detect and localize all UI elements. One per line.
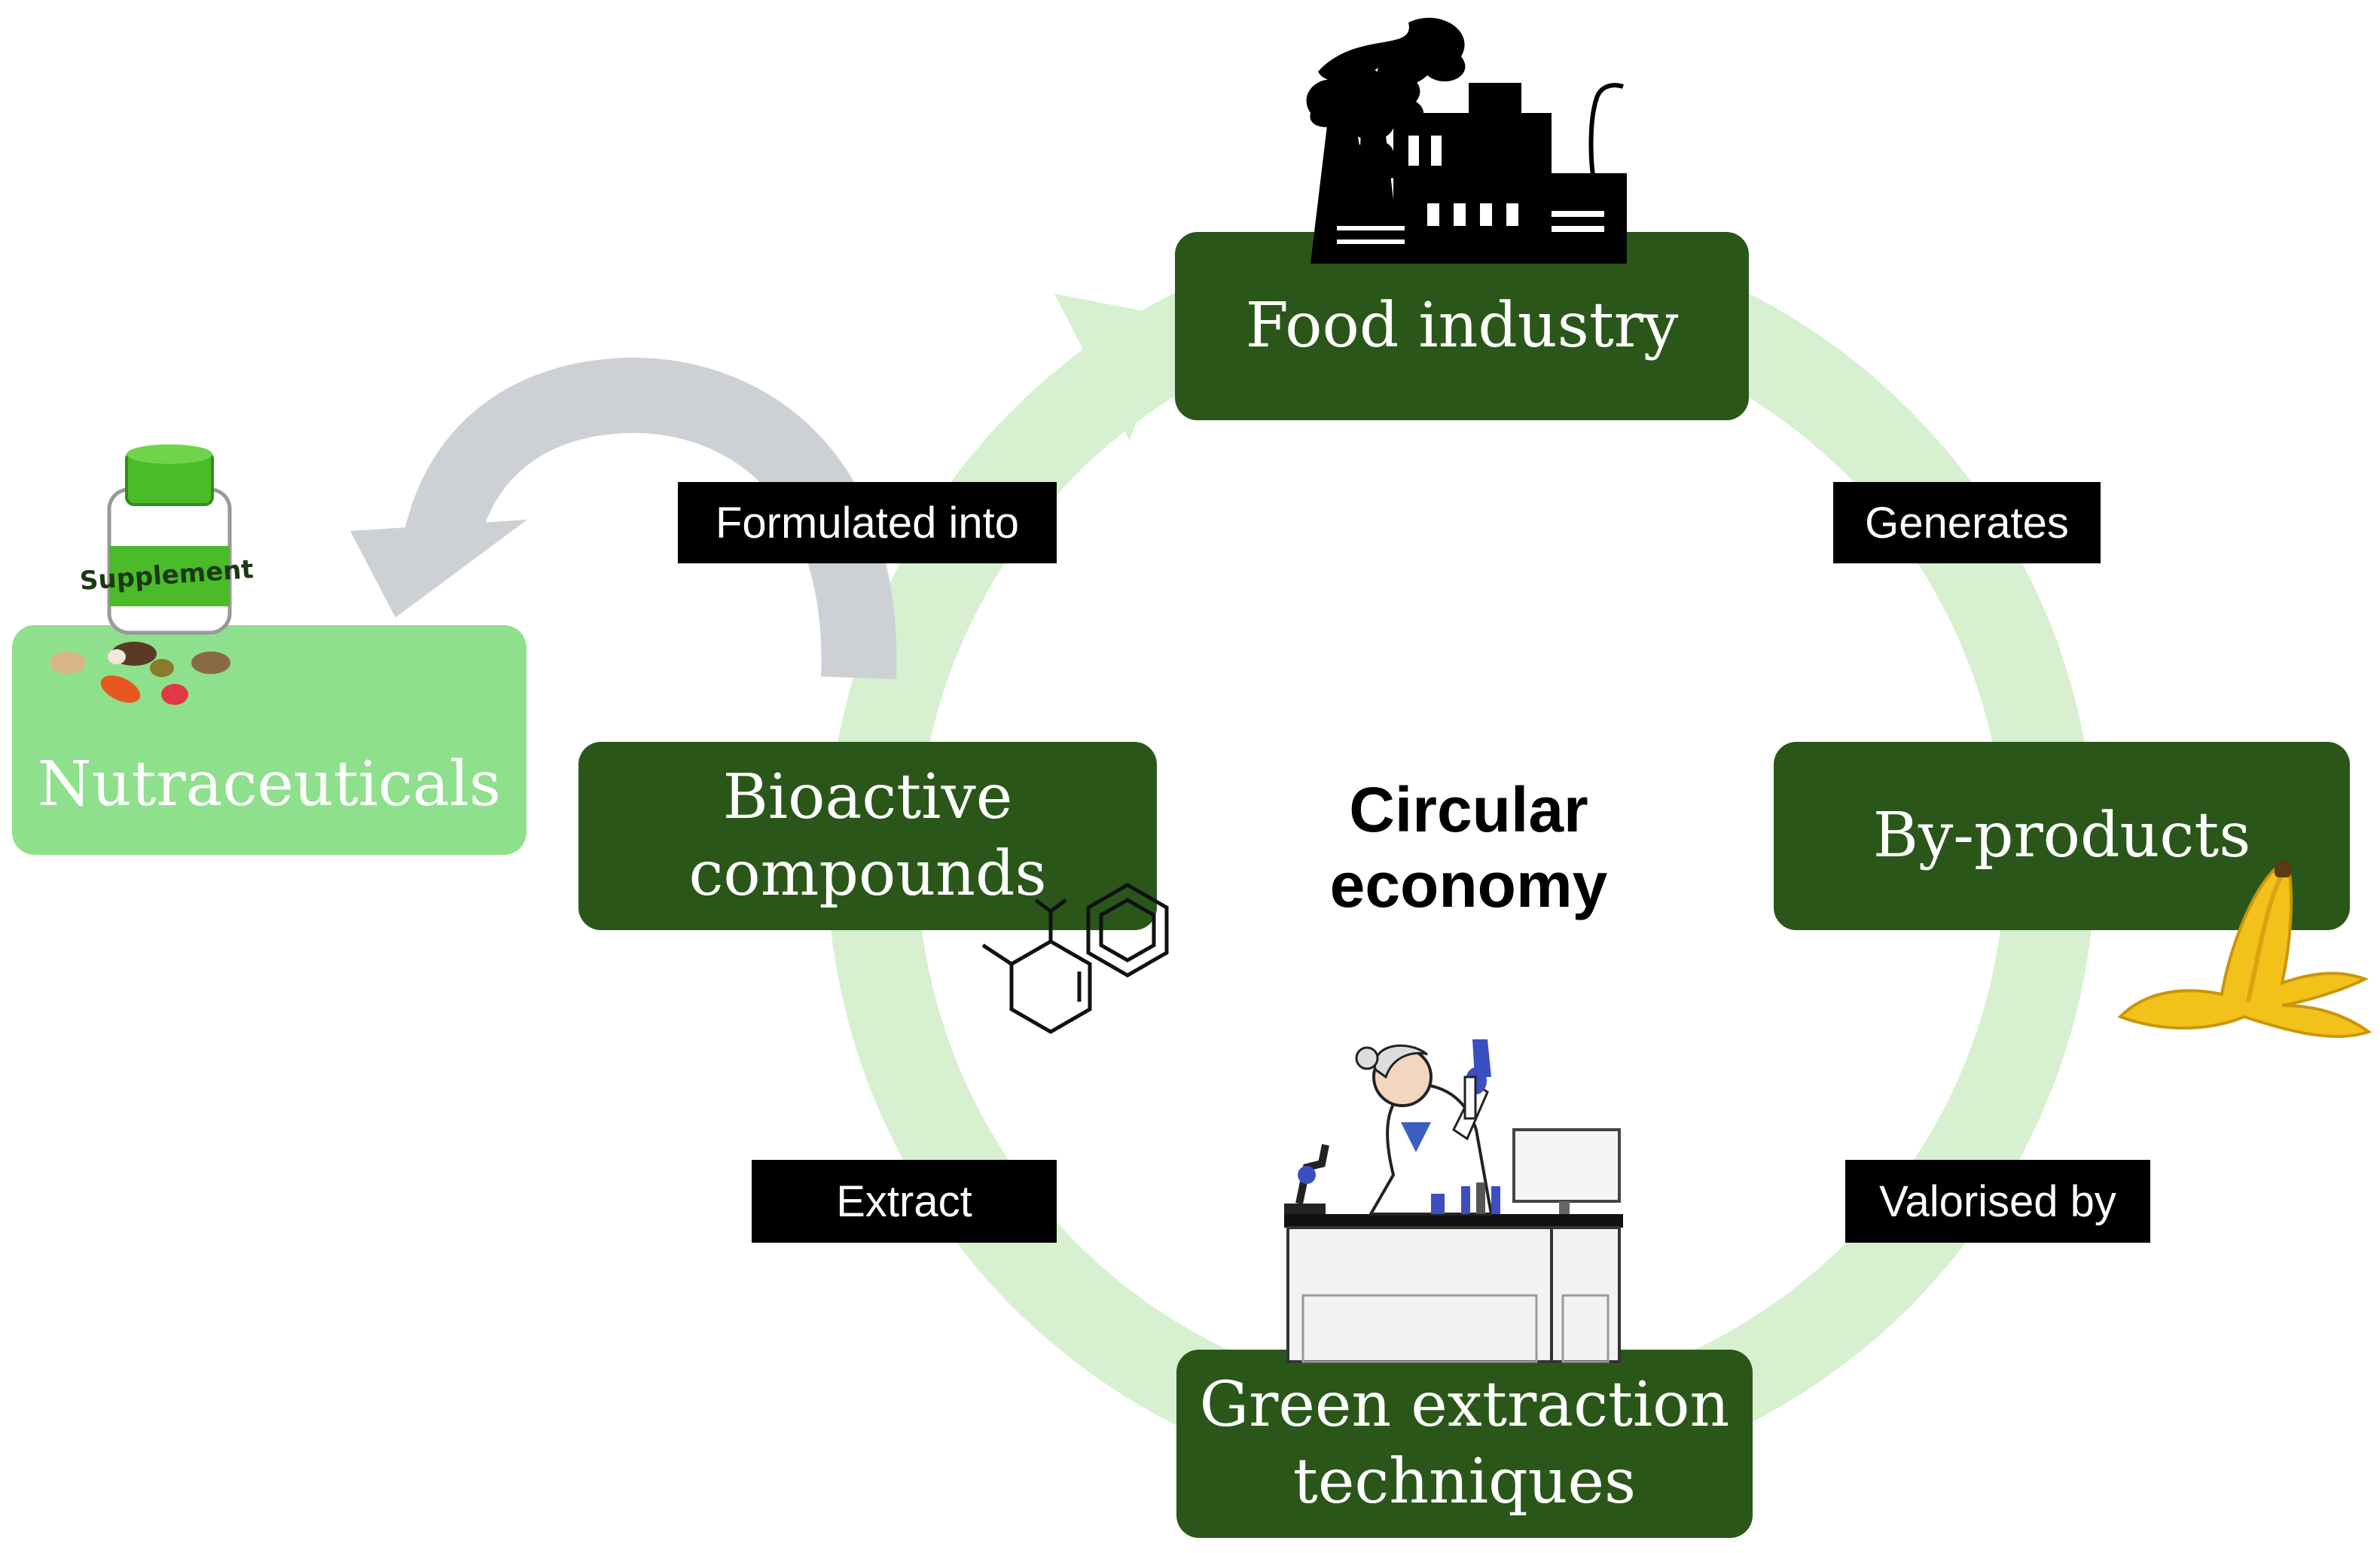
edge-label-formulated-into-text: Formulated into	[716, 498, 1019, 548]
edge-label-extract: Extract	[752, 1160, 1057, 1243]
node-green-extraction: Green extraction techniques	[1176, 1350, 1753, 1538]
banana-peel-icon	[2117, 861, 2372, 1039]
edge-label-generates: Generates	[1833, 482, 2101, 563]
molecule-icon	[981, 883, 1169, 1034]
node-nutraceuticals: Nutraceuticals	[12, 625, 526, 855]
node-nutraceuticals-label: Nutraceuticals	[37, 749, 502, 821]
edge-label-valorised-by-text: Valorised by	[1879, 1176, 2116, 1226]
formulated-arrowhead	[350, 520, 527, 618]
edge-label-generates-text: Generates	[1865, 498, 2069, 548]
center-title: Circular economy	[1329, 774, 1608, 920]
node-food-industry-label: Food industry	[1245, 289, 1679, 362]
edge-label-extract-text: Extract	[836, 1176, 972, 1226]
node-bioactive-compounds: Bioactive compounds	[578, 742, 1157, 930]
scientist-lab-icon	[1284, 1039, 1623, 1363]
edge-label-valorised-by: Valorised by	[1845, 1160, 2150, 1243]
supplement-bottle-icon	[50, 444, 232, 705]
cycle-arrowhead	[1054, 294, 1171, 441]
node-bioactive-label: Bioactive compounds	[688, 761, 1047, 911]
node-green-extraction-label: Green extraction techniques	[1199, 1368, 1730, 1518]
edge-label-formulated-into: Formulated into	[678, 482, 1057, 563]
factory-icon	[1306, 17, 1627, 264]
node-by-products-label: By-products	[1872, 799, 2251, 871]
